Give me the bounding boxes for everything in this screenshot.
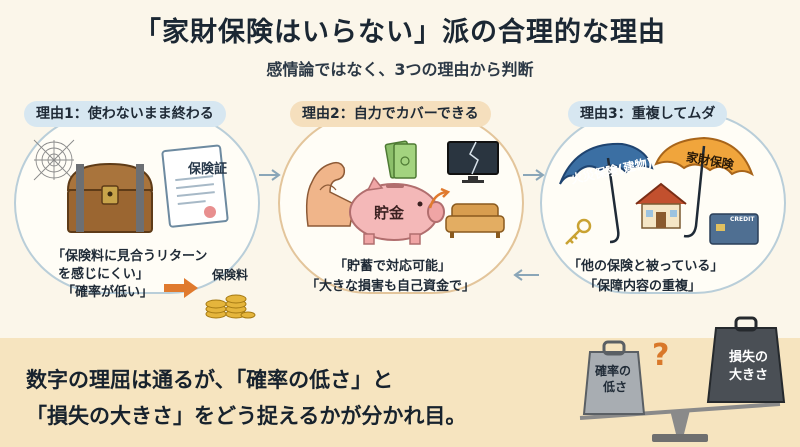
coin-stack-icon [205, 294, 256, 319]
flexed-arm-icon [305, 161, 355, 227]
conclusion-line2: 「損失の大きさ」をどう捉えるかが分かれ目。 [26, 404, 467, 428]
piggy-bank-icon [349, 176, 445, 245]
reason2-badge: 理由2：自力でカバーできる [290, 101, 491, 127]
reason3-badge: 理由3：重複してムダ [568, 101, 728, 127]
curved-arrow-icon [428, 187, 451, 209]
reason1-line1: 「保険料に見合うリターン [52, 249, 208, 264]
weight-left-line1: 確率の [595, 364, 632, 378]
savings-label: 貯金 [374, 204, 405, 222]
sofa-icon [445, 203, 505, 238]
tv-icon [447, 141, 499, 183]
credit-card-icon [709, 213, 759, 245]
reason3-line1: 「他の保険と被っている」 [568, 259, 724, 274]
weight-right-line2: 大きさ [729, 368, 769, 383]
arrow-right-icon [523, 169, 545, 181]
weight-left-line2: 低さ [603, 380, 628, 394]
page-title: 「家財保険はいらない」派の合理的な理由 [134, 17, 666, 48]
treasure-chest-icon [66, 162, 154, 233]
arrow-right-orange-icon [164, 278, 198, 298]
page-subtitle: 感情論ではなく、3つの理由から判断 [266, 60, 534, 79]
arrow-left-icon [513, 269, 539, 281]
reason3-line2: 「保障内容の重複」 [584, 279, 702, 294]
money-bills-icon [384, 140, 417, 179]
insurance-certificate-icon [161, 144, 229, 228]
spiderweb-icon [33, 139, 75, 181]
premium-label: 保険料 [212, 268, 249, 282]
certificate-label: 保険証 [188, 162, 228, 177]
weight-right-line1: 損失の [729, 350, 769, 365]
conclusion-band [0, 338, 800, 447]
arrow-right-icon [259, 169, 281, 181]
house-icon [635, 182, 687, 229]
balance-scale-icon [579, 316, 786, 442]
reason1-line3: 「確率が低い」 [62, 285, 154, 300]
reason2-line2: 「大きな損害も自己資金で」 [306, 279, 476, 294]
reason1-badge: 理由1：使わないまま終わる [24, 101, 226, 127]
keys-icon [565, 218, 592, 245]
question-mark-icon: ? [652, 338, 670, 373]
conclusion-line1: 数字の理屈は通るが、「確率の低さ」と [26, 368, 394, 392]
reason2-line1: 「貯蓄で対応可能」 [334, 259, 452, 274]
reason1-line2: を感じにくい」 [58, 267, 149, 282]
card-label: CREDIT [730, 216, 755, 223]
home-insurance-umbrella-icon [654, 136, 754, 238]
fire-insurance-umbrella-icon [559, 142, 654, 244]
